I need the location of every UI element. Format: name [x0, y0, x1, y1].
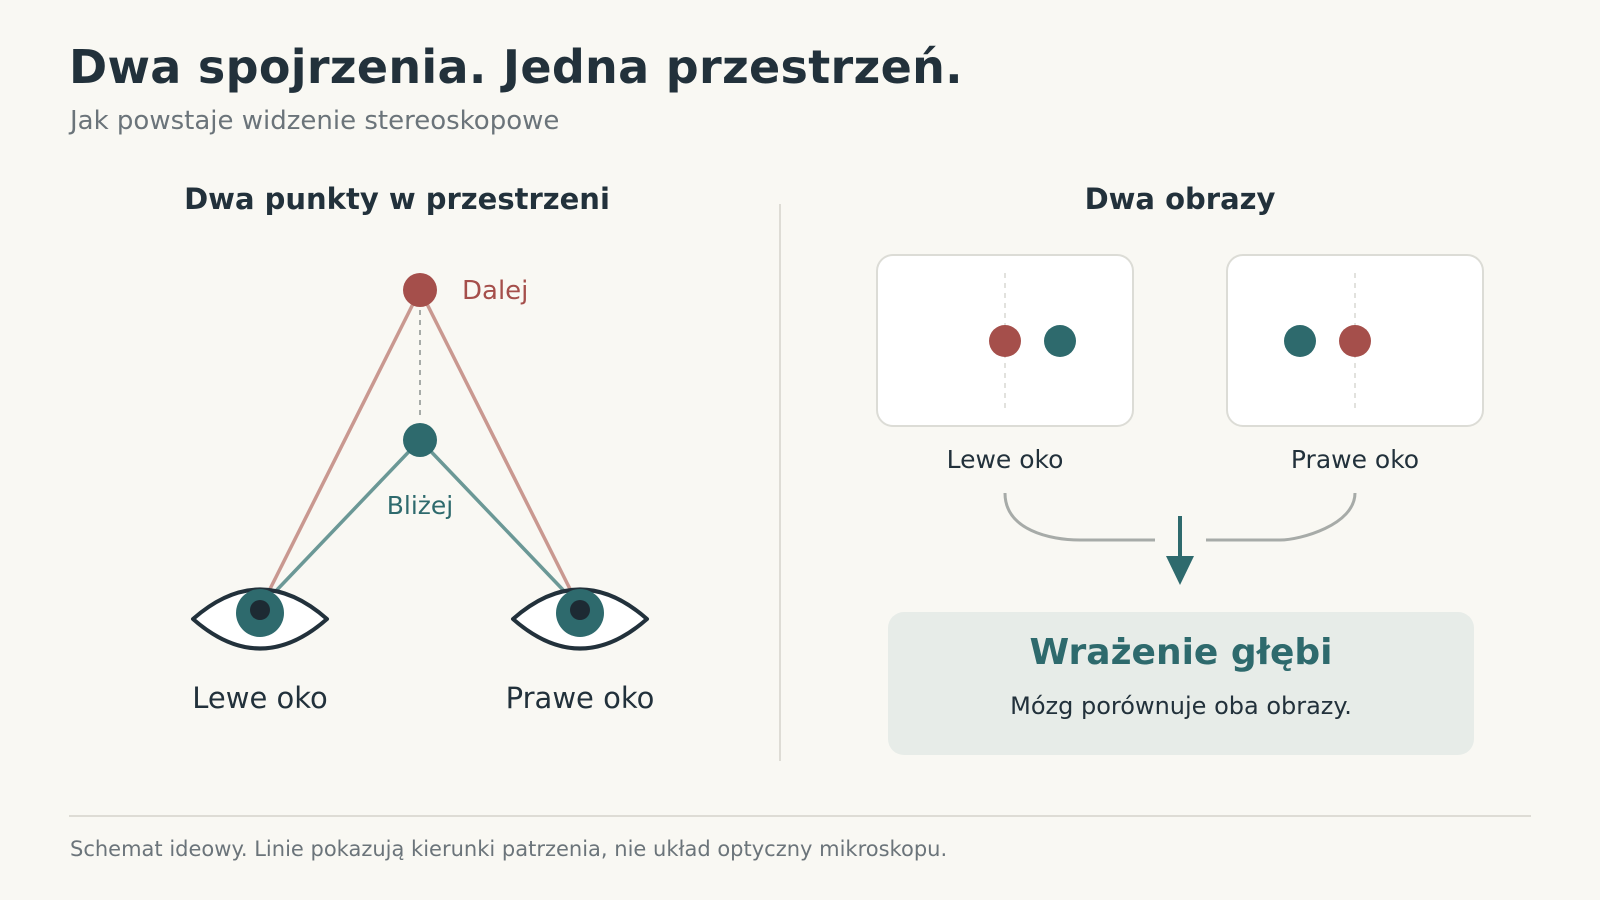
left-eye-image	[876, 254, 1134, 427]
right-panel-heading: Dwa obrazy	[1084, 182, 1276, 216]
footer-divider	[69, 815, 1531, 817]
right-image-label: Prawe oko	[1291, 445, 1419, 474]
left-image-near-point	[1044, 325, 1076, 357]
left-eye-label: Lewe oko	[192, 681, 328, 715]
page-title: Dwa spojrzenia. Jedna przestrzeń.	[69, 40, 963, 94]
right-eye-far-sightline	[418, 289, 574, 594]
near-point	[403, 423, 437, 457]
far-label: Dalej	[462, 276, 528, 306]
left-eye-far-sightline	[266, 289, 422, 594]
depth-perception-title: Wrażenie głębi	[1029, 632, 1333, 673]
depth-perception-subtitle: Mózg porównuje oba obrazy.	[1010, 692, 1352, 720]
depth-perception-card: Wrażenie głębi Mózg porównuje oba obrazy…	[888, 612, 1474, 755]
left-panel-heading: Dwa punkty w przestrzeni	[184, 182, 610, 216]
right-image-far-point	[1339, 325, 1371, 357]
right-eye-near-sightline	[418, 438, 568, 595]
footnote: Schemat ideowy. Linie pokazują kierunki …	[70, 837, 948, 861]
right-eye-icon	[511, 587, 649, 651]
panel-divider	[779, 204, 781, 761]
page-subtitle: Jak powstaje widzenie stereoskopowe	[70, 106, 560, 136]
far-point	[403, 273, 437, 307]
near-label: Bliżej	[387, 491, 454, 520]
left-connector	[1003, 492, 1155, 542]
right-eye-image	[1226, 254, 1484, 427]
right-image-near-point	[1284, 325, 1316, 357]
right-eye-label: Prawe oko	[506, 681, 655, 715]
left-image-label: Lewe oko	[947, 445, 1064, 474]
right-connector	[1206, 492, 1357, 542]
left-eye-near-sightline	[272, 438, 422, 595]
left-eye-icon	[191, 587, 329, 651]
left-image-far-point	[989, 325, 1021, 357]
arrow-down-icon	[1166, 516, 1194, 585]
